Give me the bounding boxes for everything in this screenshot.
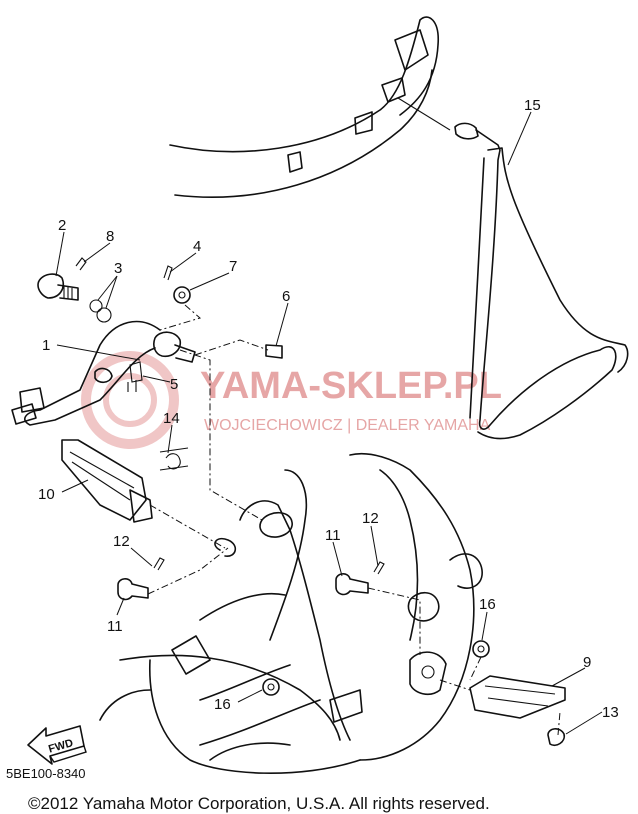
callout-12a: 12	[113, 533, 130, 550]
fwd-arrow: FWD	[27, 725, 87, 765]
callout-15: 15	[524, 97, 541, 114]
frame-outline	[99, 452, 483, 774]
copyright-notice: ©2012 Yamaha Motor Corporation, U.S.A. A…	[28, 794, 490, 813]
callout-8: 8	[106, 228, 114, 245]
diagram-code: 5BE100-8340	[6, 766, 86, 781]
washer-3b	[96, 307, 112, 323]
callout-14: 14	[163, 410, 180, 427]
callout-4: 4	[193, 238, 201, 255]
watermark-logo-inner	[103, 373, 157, 427]
grab-bar	[454, 122, 629, 440]
washer-3a	[89, 299, 103, 313]
nut-16a	[472, 640, 490, 658]
right-footrest	[409, 651, 566, 747]
callout-2: 2	[58, 217, 66, 234]
callout-11b: 11	[325, 527, 341, 544]
alignment-lines	[147, 304, 561, 736]
callout-1: 1	[42, 337, 50, 354]
fwd-arrow-icon	[27, 725, 85, 765]
callout-11a: 11	[107, 618, 123, 635]
callout-10: 10	[38, 486, 55, 503]
watermark-main-text: YAMA-SKLEP.PL	[200, 365, 502, 407]
callout-16a: 16	[479, 596, 496, 613]
fasteners	[117, 557, 490, 696]
brake-pedal	[11, 320, 196, 426]
callout-16b: 16	[214, 696, 231, 713]
watermark-sub-text: WOJCIECHOWICZ | DEALER YAMAHA	[204, 417, 491, 434]
washer-7	[173, 286, 191, 304]
pivot-hardware	[37, 257, 283, 359]
leader-lines	[55, 111, 603, 735]
left-footrest	[61, 439, 153, 523]
watermark-logo-ring	[81, 351, 179, 449]
callout-6: 6	[282, 288, 290, 305]
callouts: 1 2 3 4 5 6 7 8 9 10 11 11 12 12 13 14 1…	[38, 97, 619, 721]
rear-fender	[169, 16, 451, 198]
nut-16b	[262, 678, 280, 696]
callout-3: 3	[114, 260, 122, 277]
callout-12b: 12	[362, 510, 379, 527]
watermark: YAMA-SKLEP.PL WOJCIECHOWICZ | DEALER YAM…	[81, 351, 502, 449]
callout-13: 13	[602, 704, 619, 721]
springs	[127, 361, 189, 471]
callout-7: 7	[229, 258, 237, 275]
callout-9: 9	[583, 654, 591, 671]
callout-5: 5	[170, 376, 178, 393]
